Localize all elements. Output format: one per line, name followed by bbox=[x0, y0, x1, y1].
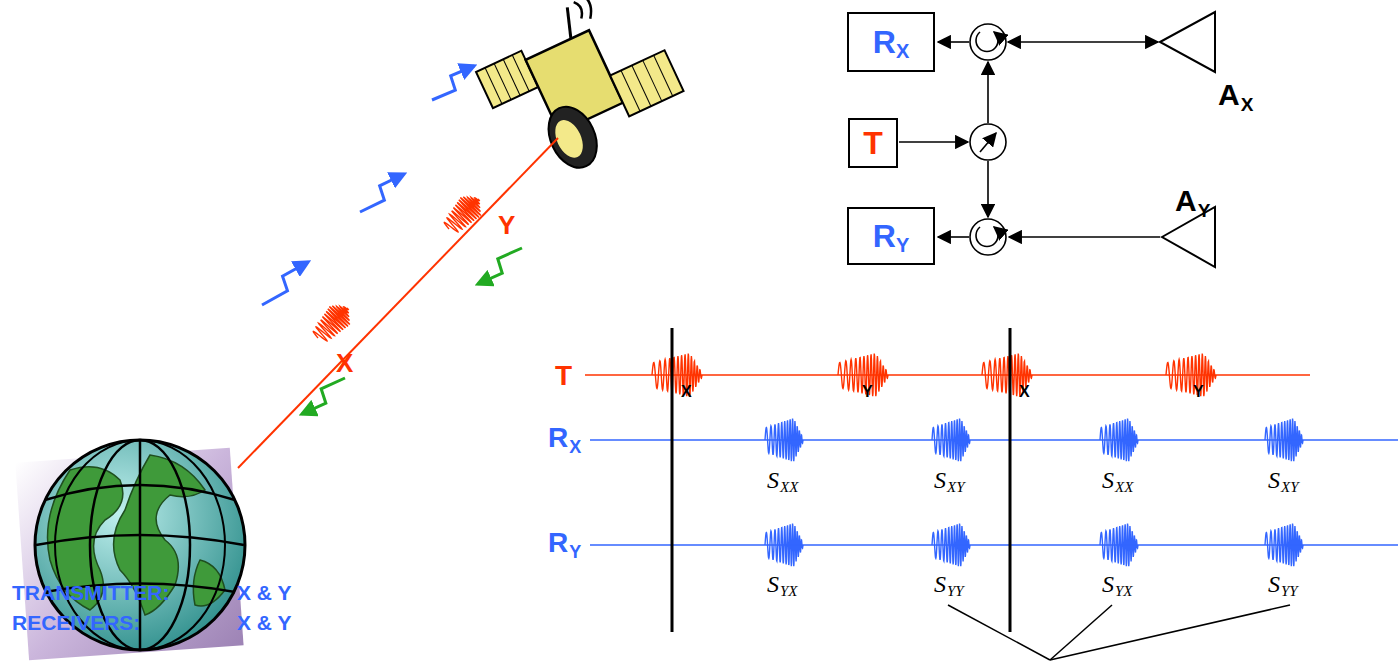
s-parameter: S bbox=[1268, 468, 1280, 492]
s-parameter: S bbox=[934, 468, 946, 492]
s-subscript: YX bbox=[1115, 584, 1133, 599]
s-parameter: S bbox=[767, 468, 779, 492]
s-parameter: S bbox=[1268, 572, 1280, 596]
s-subscript: YY bbox=[947, 584, 964, 599]
signal-arrow bbox=[360, 174, 404, 212]
antenna-subscript: X bbox=[1241, 95, 1254, 114]
s-subscript: XY bbox=[1281, 480, 1299, 495]
pulse-label: Y bbox=[498, 212, 515, 238]
block-wires bbox=[899, 12, 1215, 267]
signal-name: R bbox=[548, 529, 568, 557]
receiver-box: RY bbox=[847, 207, 935, 265]
signal-arrow bbox=[262, 262, 308, 305]
s-subscript: YY bbox=[1281, 584, 1298, 599]
box-subscript: Y bbox=[896, 235, 909, 255]
legend-text: TRANSMITTER: bbox=[12, 582, 169, 603]
box-label: T bbox=[863, 127, 883, 159]
pulse-x-wave bbox=[308, 298, 357, 347]
signal-arrow bbox=[302, 378, 345, 414]
satellite bbox=[464, 0, 695, 192]
pulse-label: X bbox=[336, 350, 353, 376]
signal-subscript: X bbox=[569, 438, 581, 456]
legend-text: RECEIVERS: bbox=[12, 612, 140, 633]
transmitter-box: T bbox=[848, 118, 898, 168]
box-subscript: X bbox=[896, 41, 909, 61]
s-subscript: XY bbox=[947, 480, 965, 495]
pulse-tag: X bbox=[1019, 384, 1030, 400]
pulse-tag: Y bbox=[1193, 384, 1204, 400]
s-parameter: S bbox=[934, 572, 946, 596]
pulse-y-wave bbox=[439, 189, 488, 238]
signal-drawings bbox=[262, 66, 1303, 566]
signal-arrow bbox=[478, 248, 522, 284]
signal-name: T bbox=[555, 362, 572, 390]
antenna-label: A bbox=[1175, 186, 1197, 216]
pulse-x bbox=[308, 298, 357, 347]
pulse-y bbox=[439, 189, 488, 238]
s-subscript: XX bbox=[780, 480, 798, 495]
pulse-tag: X bbox=[681, 384, 692, 400]
timing-axes bbox=[585, 328, 1398, 660]
receiver-box: RX bbox=[847, 12, 935, 72]
s-subscript: YX bbox=[780, 584, 798, 599]
s-parameter: S bbox=[1102, 468, 1114, 492]
s-parameter: S bbox=[1102, 572, 1114, 596]
legend-text: X & Y bbox=[237, 612, 291, 633]
beam-line bbox=[238, 138, 558, 468]
legend-text: X & Y bbox=[237, 582, 291, 603]
s-subscript: XX bbox=[1115, 480, 1133, 495]
signal-subscript: Y bbox=[569, 543, 581, 561]
signal-name: R bbox=[548, 424, 568, 452]
antenna-label: A bbox=[1218, 80, 1240, 110]
pulse-tag: Y bbox=[862, 384, 873, 400]
signal-arrow bbox=[432, 66, 474, 100]
box-label: R bbox=[873, 220, 896, 252]
s-parameter: S bbox=[767, 572, 779, 596]
antenna-subscript: Y bbox=[1198, 201, 1211, 220]
box-label: R bbox=[873, 26, 896, 58]
